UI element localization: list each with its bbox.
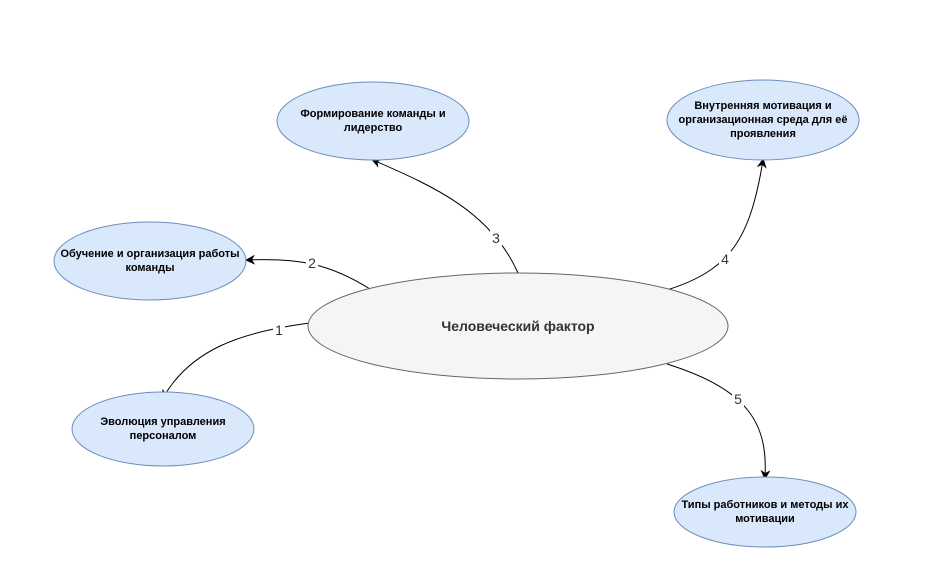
node-hr-evolution-shape[interactable]: [71, 391, 255, 467]
edge-1-label: 1: [275, 322, 283, 338]
center-node-shape[interactable]: [307, 272, 729, 380]
edge-3-label: 3: [492, 230, 500, 246]
edge-5-label: 5: [734, 391, 742, 407]
edge-1-connector: [162, 322, 311, 400]
edge-2-label: 2: [308, 255, 316, 271]
edge-4-label: 4: [721, 251, 729, 267]
edge-5-connector: [666, 363, 771, 480]
edge-3-connector: [371, 158, 519, 274]
node-worker-types-shape[interactable]: [673, 476, 857, 548]
node-training-organization-shape[interactable]: [53, 221, 247, 301]
node-motivation-environment-shape[interactable]: [666, 79, 860, 161]
node-team-leadership-shape[interactable]: [276, 81, 470, 161]
edge-4-connector: [666, 158, 767, 291]
